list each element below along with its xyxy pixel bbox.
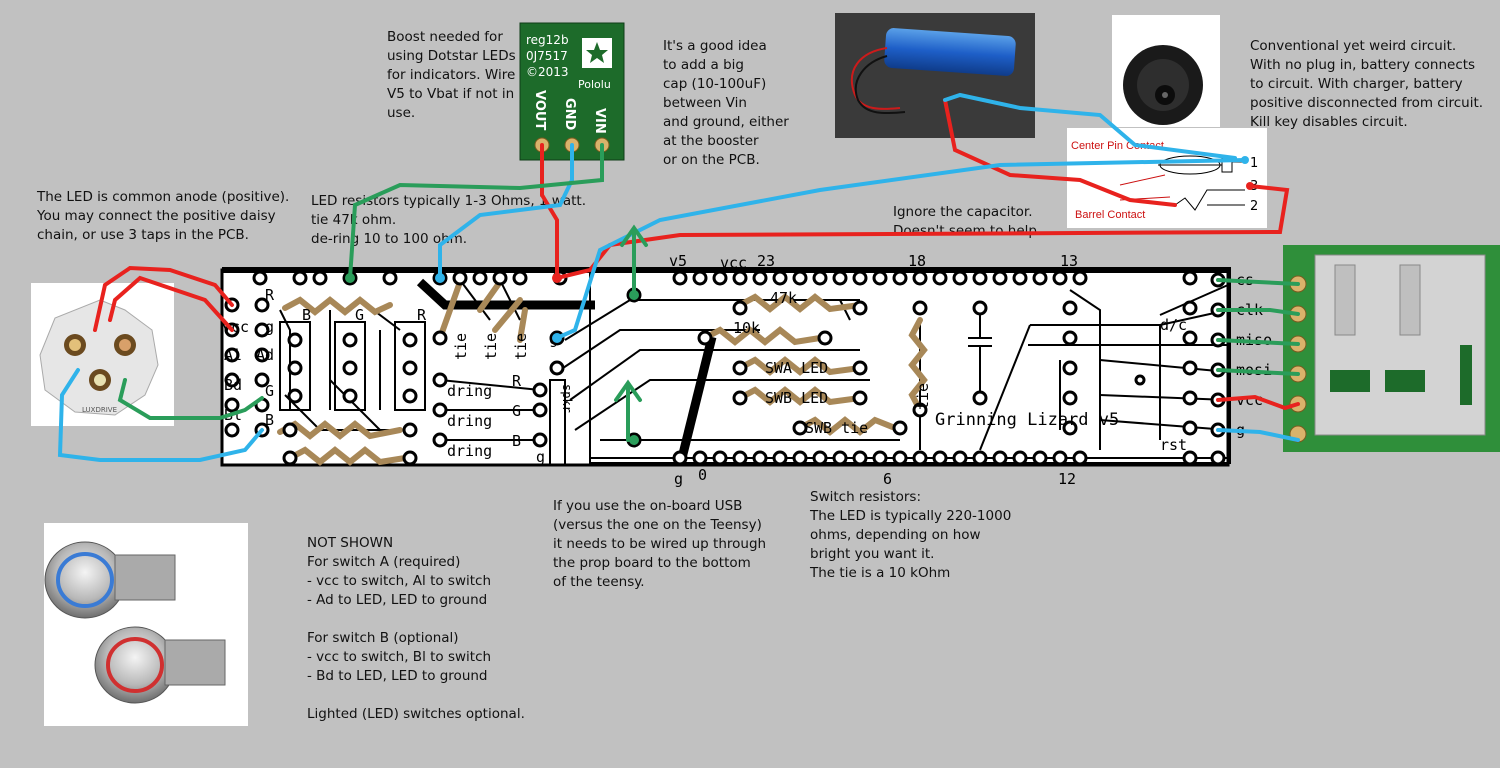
booster-gnd: GND <box>562 98 577 131</box>
swb-led-label: SWB LED <box>765 389 828 407</box>
header-label-B: B <box>302 306 311 324</box>
green-wire-booster-vin <box>348 143 604 280</box>
green-wire-sd-miso <box>1216 338 1300 346</box>
blue-wire-sd-g <box>1216 428 1300 442</box>
blue-wire-booster-gnd <box>438 143 574 280</box>
header-label-R: R <box>417 306 427 324</box>
pcb-label-Ad: Ad <box>256 346 274 364</box>
pin-0: 0 <box>698 466 707 484</box>
circuit-note: Conventional yet weird circuit. With no … <box>1250 38 1484 130</box>
booster-vin: VIN <box>592 108 607 134</box>
pcb-board: R g vcc Al Ad Bd Bl G B B G R tie tie ti… <box>220 252 1272 488</box>
red-wire-sd-vcc <box>1216 394 1300 411</box>
pin-23: 23 <box>757 252 775 270</box>
led-anode-note: The LED is common anode (positive). You … <box>37 189 290 243</box>
tie-label-1: tie <box>452 333 470 360</box>
wire-endpoints <box>345 156 1254 445</box>
pcb-label-g-bottom: g <box>674 470 683 488</box>
blue-wire-jack <box>555 158 1247 340</box>
resistor-10k: 10k <box>733 319 760 337</box>
boost-note: Boost needed for using Dotstar LEDs for … <box>387 29 516 121</box>
swa-led-label: SWA LED <box>765 359 828 377</box>
red-wire-booster-v5 <box>540 143 559 277</box>
pin-12: 12 <box>1058 470 1076 488</box>
pcb-label-B: B <box>265 411 274 429</box>
header-label-G: G <box>355 306 364 324</box>
green-wire-sd-clk <box>1216 308 1300 316</box>
pin-13: 13 <box>1060 252 1078 270</box>
usb-note: If you use the on-board USB (versus the … <box>553 498 767 590</box>
green-arrow-up-2 <box>614 379 642 442</box>
booster-label-1: reg12b <box>526 33 569 47</box>
pcb-label-Al: Al <box>224 346 242 364</box>
pcb-label-vcc2: vcc <box>720 254 747 272</box>
switch-resistor-note: Switch resistors: The LED is typically 2… <box>810 489 1012 581</box>
green-wire-sd-mosi <box>1216 368 1300 376</box>
red-wire-led-2 <box>108 275 234 332</box>
red-wire-led-anode <box>93 265 234 332</box>
dring-label-1: dring <box>447 382 492 400</box>
jack-pin-1: 1 <box>1250 156 1258 171</box>
pcb-label-Bd: Bd <box>224 376 242 394</box>
rgb-label-G: G <box>512 402 521 420</box>
battery-photo <box>835 13 1035 138</box>
jack-pin-2: 2 <box>1250 199 1258 214</box>
green-wire-sd-cs <box>1216 278 1300 286</box>
resistors <box>277 279 928 466</box>
led-star-label: LUXDRIVE <box>82 406 117 414</box>
booster-label-3: ©2013 <box>526 65 569 79</box>
rgb-label-B: B <box>512 432 521 450</box>
spkr-label: spkr <box>560 384 574 413</box>
pin-dc: d/c <box>1160 316 1187 334</box>
booster-vout: VOUT <box>532 90 547 130</box>
pcb-title: Grinning Lizard v5 <box>935 410 1119 430</box>
tie-label-right: tie <box>914 383 932 410</box>
center-pin-label: Center Pin Contact <box>1071 140 1164 152</box>
pcb-label-g-bottom-left: g <box>536 448 545 466</box>
barrel-contact-label: Barrel Contact <box>1075 209 1145 221</box>
tie-label-2: tie <box>482 333 500 360</box>
red-wire-battery <box>943 98 1177 207</box>
jack-schematic: Center Pin Contact Barrel Contact 1 3 2 <box>1067 128 1267 228</box>
tie-label-3: tie <box>512 333 530 360</box>
booster-brand: Pololu <box>578 78 611 91</box>
green-arrow-up-1 <box>620 224 648 297</box>
booster-board: reg12b 0J7517 ©2013 Pololu VOUT GND VIN <box>519 22 625 161</box>
pcb-label-G: G <box>265 382 274 400</box>
pcb-label-vcc: vcc <box>222 318 249 336</box>
pcb-label-g: g <box>265 318 274 336</box>
not-shown-note: NOT SHOWN For switch A (required) - vcc … <box>307 535 525 722</box>
pcb-label-v5: v5 <box>669 252 687 270</box>
pin-rst: rst <box>1160 436 1187 454</box>
pcb-label-R: R <box>265 286 275 304</box>
resistor-note: LED resistors typically 1-3 Ohms, 1 watt… <box>311 193 586 247</box>
sd-card-board <box>1283 245 1500 452</box>
capacitor-note: It's a good idea to add a big cap (10-10… <box>663 38 789 168</box>
swb-tie-label: SWB tie <box>805 419 868 437</box>
pin-6: 6 <box>883 470 892 488</box>
resistor-47k: 47k <box>770 289 797 307</box>
red-wire-jack <box>555 184 1290 280</box>
rgb-label-R: R <box>512 372 522 390</box>
pin-18: 18 <box>908 252 926 270</box>
dring-label-2: dring <box>447 412 492 430</box>
dring-label-3: dring <box>447 442 492 460</box>
dc-jack-photo <box>1112 15 1220 127</box>
blue-wire-led <box>57 368 264 462</box>
booster-label-2: 0J7517 <box>526 49 568 63</box>
green-wire-led <box>117 378 264 420</box>
blue-wire-battery <box>943 92 1237 160</box>
switch-photo <box>44 523 248 726</box>
